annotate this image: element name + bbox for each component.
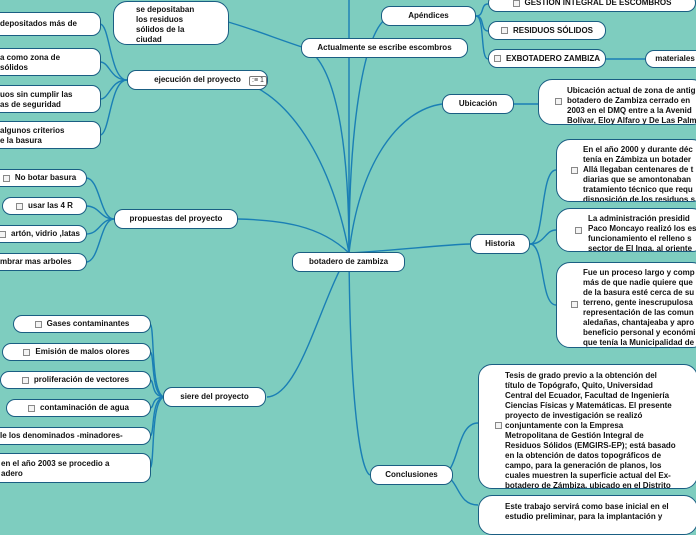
note-icon <box>571 301 578 308</box>
note-icon <box>495 422 502 429</box>
subtopic-usar-4r[interactable]: usar las 4 R <box>2 197 87 215</box>
subtopic-tesis-text: Tesis de grado previo a la obtención del… <box>505 371 676 489</box>
subtopic-ejecucion-2-text: a como zona de sólidos <box>0 53 61 72</box>
subtopic-exbotadero-zambiza-text: EXBOTADERO ZAMBIZA <box>505 53 601 63</box>
topic-actualmente[interactable]: Actualmente se escribe escombros <box>301 38 468 58</box>
topic-propuestas[interactable]: propuestas del proyecto <box>114 209 238 229</box>
subtopic-contaminacion-agua[interactable]: contaminación de agua <box>6 399 151 417</box>
topic-ubicacion-label: Ubicación <box>458 99 498 108</box>
subtopic-gases[interactable]: Gases contaminantes <box>13 315 151 333</box>
subtopic-residuos-solidos-text: RESIDUOS SÓLIDOS <box>512 25 593 35</box>
subtopic-gases-text: Gases contaminantes <box>46 319 130 328</box>
subtopic-usar-4r-text: usar las 4 R <box>28 201 73 210</box>
note-icon <box>16 202 24 210</box>
note-icon <box>23 348 31 356</box>
note-icon <box>0 230 7 238</box>
subtopic-sembrar-arboles-text: mbrar mas arboles <box>0 257 72 266</box>
subtopic-ubicacion-actual-text: Ubicación actual de zona de antig botade… <box>567 86 696 125</box>
subtopic-historia-moncayo[interactable]: La administración presidid Paco Moncayo … <box>556 208 696 252</box>
note-icon <box>34 320 42 328</box>
subtopic-trabajo-base-text: Este trabajo servirá como base inicial e… <box>505 502 669 521</box>
subtopic-no-botar-basura-text: No botar basura <box>14 173 77 182</box>
subtopic-ejecucion-4[interactable]: algunos criterios e la basura <box>0 121 101 149</box>
topic-ejecucion-label: ejecución del proyecto <box>154 75 241 84</box>
subtopic-ejecucion-1-text: depositados más de <box>0 19 77 28</box>
note-icon <box>500 27 508 34</box>
subtopic-ejecucion-3[interactable]: uos sin cumplir las as de seguridad <box>0 85 101 113</box>
topic-apendices-label: Apéndices <box>408 11 449 20</box>
subtopic-vectores-text: proliferación de vectores <box>33 375 130 384</box>
topic-ejecucion[interactable]: ejecución del proyecto <box>127 70 268 90</box>
children-count: 1 <box>259 77 264 84</box>
note-icon <box>28 404 36 412</box>
root-topic-label: botadero de zambiza <box>308 257 389 266</box>
topic-propuestas-label: propuestas del proyecto <box>129 214 223 223</box>
topic-apendices[interactable]: Apéndices <box>381 6 476 26</box>
note-icon <box>493 55 501 62</box>
topic-ubicacion[interactable]: Ubicación <box>442 94 514 114</box>
note-icon <box>555 98 562 105</box>
note-icon <box>2 174 10 182</box>
subtopic-residuos-solidos[interactable]: RESIDUOS SÓLIDOS <box>488 21 606 40</box>
subtopic-exbotadero-zambiza[interactable]: EXBOTADERO ZAMBIZA <box>488 49 606 68</box>
note-icon <box>575 227 582 234</box>
subtopic-minadores[interactable]: le los denominados -minadores- <box>0 427 151 445</box>
subtopic-depositaban[interactable]: se depositaban los residuos sólidos de l… <box>113 1 229 45</box>
subtopic-ejecucion-3-text: uos sin cumplir las as de seguridad <box>0 90 73 109</box>
subtopic-sembrar-arboles[interactable]: mbrar mas arboles <box>0 253 87 271</box>
subtopic-materiales-text: materiales <box>655 54 695 63</box>
subtopic-ubicacion-actual[interactable]: Ubicación actual de zona de antig botade… <box>538 79 696 125</box>
subtopic-ejecucion-1[interactable]: depositados más de <box>0 12 101 36</box>
subtopic-malos-olores-text: Emisión de malos olores <box>35 347 130 356</box>
subtopic-materiales[interactable]: materiales <box>645 50 696 68</box>
children-count-badge[interactable]: :≡ 1 <box>249 76 267 86</box>
subtopic-trabajo-base[interactable]: Este trabajo servirá como base inicial e… <box>478 495 696 535</box>
subtopic-contaminacion-agua-text: contaminación de agua <box>40 403 129 412</box>
topic-conclusiones-label: Conclusiones <box>385 470 438 479</box>
note-icon <box>21 376 29 384</box>
subtopic-carton-vidrio-latas-text: artón, vidrio ,latas <box>11 229 80 238</box>
topic-conclusiones[interactable]: Conclusiones <box>370 465 453 485</box>
subtopic-historia-proceso[interactable]: Fue un proceso largo y comp más de que n… <box>556 262 696 348</box>
subtopic-ejecucion-4-text: algunos criterios e la basura <box>0 126 65 145</box>
subtopic-ejecucion-2[interactable]: a como zona de sólidos <box>0 48 101 76</box>
subtopic-2003[interactable]: en el año 2003 se procedio a adero <box>0 453 151 483</box>
topic-siere[interactable]: siere del proyecto <box>163 387 266 407</box>
subtopic-depositaban-text: se depositaban los residuos sólidos de l… <box>136 5 195 44</box>
note-icon <box>512 0 520 7</box>
subtopic-historia-moncayo-text: La administración presidid Paco Moncayo … <box>588 214 696 252</box>
subtopic-historia-2000[interactable]: En el año 2000 y durante déc tenía en Zá… <box>556 139 696 202</box>
subtopic-no-botar-basura[interactable]: No botar basura <box>0 169 87 187</box>
subtopic-minadores-text: le los denominados -minadores- <box>0 431 123 440</box>
subtopic-historia-2000-text: En el año 2000 y durante déc tenía en Zá… <box>583 145 696 202</box>
collapse-icon: :≡ <box>252 77 259 84</box>
topic-siere-label: siere del proyecto <box>180 392 249 401</box>
subtopic-gestion-escombros[interactable]: GESTION INTEGRAL DE ESCOMBROS <box>488 0 696 12</box>
subtopic-carton-vidrio-latas[interactable]: artón, vidrio ,latas <box>0 225 87 243</box>
topic-historia-label: Historia <box>485 239 515 248</box>
subtopic-historia-proceso-text: Fue un proceso largo y comp más de que n… <box>583 268 696 347</box>
topic-historia[interactable]: Historia <box>470 234 530 254</box>
subtopic-gestion-escombros-text: GESTION INTEGRAL DE ESCOMBROS <box>524 0 672 7</box>
subtopic-vectores[interactable]: proliferación de vectores <box>0 371 151 389</box>
subtopic-malos-olores[interactable]: Emisión de malos olores <box>2 343 151 361</box>
note-icon <box>571 167 578 174</box>
subtopic-2003-text: en el año 2003 se procedio a adero <box>1 459 110 478</box>
subtopic-tesis[interactable]: Tesis de grado previo a la obtención del… <box>478 364 696 489</box>
topic-actualmente-label: Actualmente se escribe escombros <box>317 43 452 52</box>
root-topic[interactable]: botadero de zambiza <box>292 252 405 272</box>
